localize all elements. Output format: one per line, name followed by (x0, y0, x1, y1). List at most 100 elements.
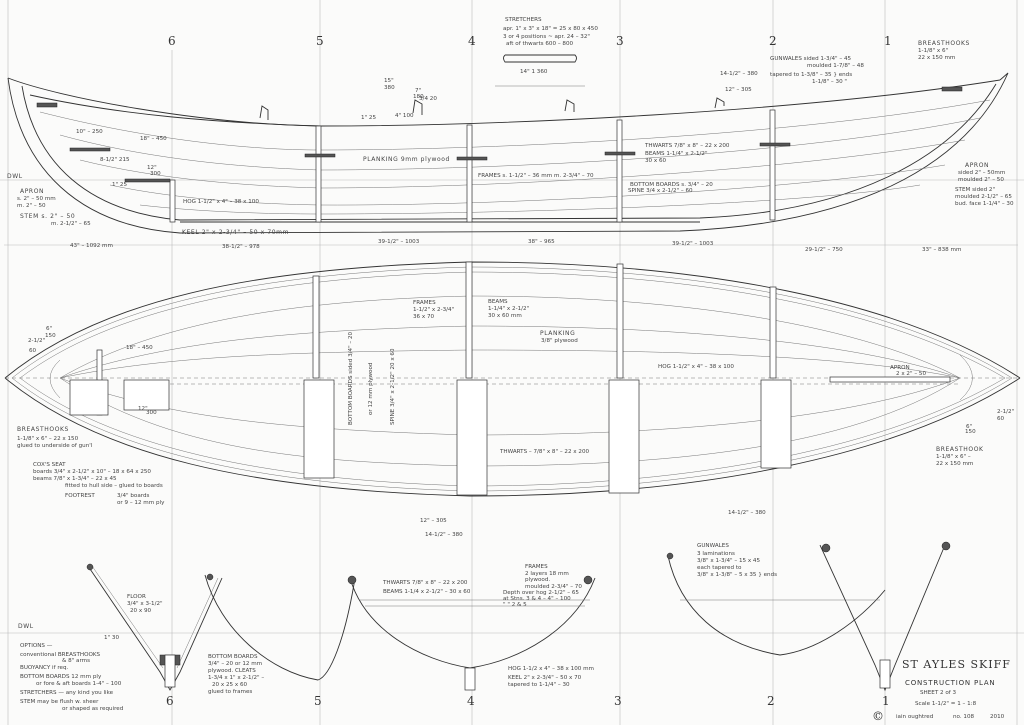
apron-aft-label: APRON (965, 162, 989, 169)
station-1-label: 1 (882, 694, 890, 708)
frames-label: FRAMES (525, 564, 548, 570)
option-stretchers: STRETCHERS — any kind you like (20, 690, 114, 696)
station-2-label: 2 (769, 34, 777, 48)
frames-plywood: plywood. (525, 577, 550, 583)
station-5-label: 5 (314, 694, 322, 708)
drawing-title: ST AYLES SKIFF (902, 658, 1011, 671)
beams-spec: 1-1/4" x 2-1/2" (488, 306, 530, 312)
hog-label: HOG 1-1/2" x 4" – 38 x 100 (183, 199, 259, 205)
frames-stations-2: " " 2 & 5 (503, 602, 527, 608)
bottom-boards-plywood: plywood. CLEATS (208, 668, 256, 674)
gunwales-laminations: 3 laminations (697, 551, 735, 557)
frames-mm: 36 x 70 (413, 314, 435, 320)
dim: 7" (415, 88, 422, 94)
station-numbers-top: 6 5 4 3 2 1 (168, 34, 892, 48)
gunwales-spec: 3/8" x 1-3/4" – 15 x 45 (697, 558, 760, 564)
spine-label: SPINE 3/4 x 2-1/2" – 60 (628, 188, 693, 194)
cleats-note: glued to frames (208, 689, 252, 695)
stem-aft-moulded: moulded 2-1/2" – 65 (955, 194, 1012, 200)
profile-frames (169, 109, 776, 223)
keel-label: KEEL 2" x 2-3/4" – 50 x 70mm (182, 229, 289, 236)
frames-layers: 2 layers 18 mm (525, 571, 569, 577)
option-arms: & 8" arms (62, 658, 90, 664)
apron-label: APRON (890, 365, 910, 371)
thwarts-label: THWARTS – 7/8" x 8" – 22 x 200 (499, 449, 590, 455)
stem-aft-label: STEM sided 2" (955, 187, 995, 193)
breasthooks-label: BREASTHOOKS (17, 426, 69, 433)
station-numbers-bottom: 6 5 4 3 2 1 (166, 694, 890, 708)
plan-frames (96, 261, 777, 416)
option-stem: STEM may be flush w. sheer (20, 699, 99, 705)
planking-spec: 3/8" plywood (541, 338, 578, 344)
footrest-alt: or 9 – 12 mm ply (117, 500, 165, 506)
dim: 300 (146, 410, 157, 416)
stretchers-dim: 14" 1 360 (520, 69, 548, 75)
station-4-label: 4 (468, 34, 476, 48)
spacing-dim: 33" – 838 mm (922, 247, 961, 253)
cox-seat-note: fitted to hull side – glued to boards (65, 483, 163, 489)
apron-moulded: m. 2" – 50 (17, 203, 46, 209)
stem-moulded: m. 2-1/2" – 65 (51, 221, 91, 227)
planking-label: PLANKING (540, 330, 575, 337)
cox-seat-boards: boards 3/4" x 2-1/2" x 10" – 18 x 64 x 2… (33, 469, 151, 475)
thwarts-label: THWARTS 7/8" x 8" – 22 x 200 (644, 143, 730, 149)
beams-label: BEAMS 1-1/4 x 2-1/2" – 30 x 60 (383, 589, 471, 595)
bottom-boards-label: BOTTOM BOARDS s. 3/4" – 20 (630, 182, 713, 188)
stem-aft-face: bud. face 1-1/4" – 30 (955, 201, 1014, 207)
thwarts-label: THWARTS 7/8" x 8" – 22 x 200 (382, 580, 468, 586)
copyright-mark: © (872, 709, 884, 723)
spacing-dim: 43" – 1092 mm (70, 243, 113, 249)
dim: 12" – 305 (420, 518, 447, 524)
station-1-label: 1 (884, 34, 892, 48)
frames-depth: Depth over hog 2-1/2" – 65 (503, 590, 579, 596)
hog-label: HOG 1-1/2 x 4" – 38 x 100 mm (508, 666, 594, 672)
beams-mm: 30 x 60 (645, 158, 667, 164)
cox-seat-label: COX'S SEAT (33, 462, 66, 468)
dim-aft-1: 14-1/2" – 380 (720, 71, 758, 77)
dim: 300 (150, 171, 161, 177)
gunwales-tapered-2: 1-1/8" – 30 " (812, 79, 847, 85)
body-sections (86, 541, 951, 692)
footrest-label: FOOTREST (65, 493, 95, 499)
frames-label: FRAMES (413, 300, 436, 306)
apron-sided: s. 2" – 50 mm (17, 196, 56, 202)
frames-spec: 1-1/2" x 2-3/4" (413, 307, 455, 313)
option-bottom-boards: BOTTOM BOARDS 12 mm ply (20, 674, 102, 680)
apron-aft-moulded: moulded 2" – 50 (958, 177, 1004, 183)
gunwales-moulded: moulded 1-7/8" – 48 (807, 63, 864, 69)
dim: 60 (29, 348, 37, 354)
spacing-dim: 29-1/2" – 750 (805, 247, 843, 253)
gunwales-label: GUNWALES sided 1-3/4" – 45 (770, 56, 851, 62)
frames-label: FRAMES s. 1-1/2" – 36 mm m. 2-3/4" – 70 (478, 173, 594, 179)
keel-label: KEEL 2" x 2-3/4" – 50 x 70 (508, 675, 582, 681)
station-4-label: 4 (467, 694, 475, 708)
option-buoyancy: BUOYANCY if req. (20, 665, 68, 671)
dim: 14-1/2" – 380 (425, 532, 463, 538)
breasthooks-spec: 1-1/8" x 6" (918, 48, 949, 54)
keel-tapered: tapered to 1-1/4" – 30 (508, 682, 570, 688)
dim: 12" (147, 165, 157, 171)
dim: 150 (965, 429, 976, 435)
dim: 12" (138, 406, 148, 412)
breasthook-mm: 22 x 150 mm (936, 461, 973, 467)
cox-seat-beams: beams 7/8" x 1-3/4" – 22 x 45 (33, 476, 117, 482)
plan-thwarts (69, 379, 792, 496)
stretchers-aft: aft of thwarts 600 – 800 (506, 41, 574, 47)
dim: 380 (384, 85, 395, 91)
dim: 6" (966, 424, 973, 430)
stretchers-positions: 3 or 4 positions ~ apr. 24 – 32" (503, 34, 590, 40)
dim: 18" – 450 (126, 345, 153, 351)
breasthooks-label: BREASTHOOKS (918, 40, 970, 47)
dim: 60 (997, 416, 1005, 422)
dim: 18" – 450 (140, 136, 167, 142)
spine-label: SPINE 3/4" x 2-1/2" 20 x 60 (390, 348, 396, 425)
cleats-spec: 1-3/4 x 1" x 2-1/2" – (208, 675, 264, 681)
station-spacing-dims: 43" – 1092 mm 38-1/2" – 978 39-1/2" – 10… (70, 239, 961, 253)
frames-stations: at Stns. 3 & 4 – 4" – 100 (503, 596, 571, 602)
station-5-label: 5 (316, 34, 324, 48)
designer-name: iain oughtred (896, 714, 934, 720)
plan-view (4, 261, 1021, 497)
plan-annotations: FRAMES 1-1/2" x 2-3/4" 36 x 70 BEAMS 1-1… (17, 299, 1015, 538)
